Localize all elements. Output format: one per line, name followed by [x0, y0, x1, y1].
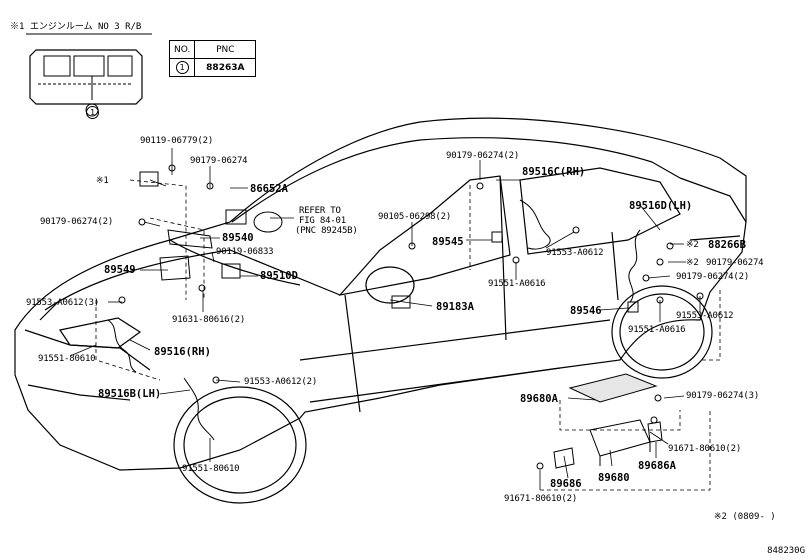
table-cell-pnc: 88263A — [194, 58, 257, 77]
part-label: 89516D(LH) — [629, 200, 693, 212]
part-label: 91551-A0616 — [628, 325, 686, 335]
part-label: 90179-06274(2) — [446, 151, 520, 161]
sensor-clip — [491, 231, 503, 243]
part-label: 89546 — [570, 305, 602, 317]
part-label: 91551-80610 — [182, 464, 240, 474]
part-label: 89686 — [550, 478, 582, 490]
sensor-clip — [221, 263, 241, 279]
part-label: 91551-A0616 — [488, 279, 546, 289]
part-label: 91553-A0612(2) — [244, 377, 318, 387]
airbag-sensor — [253, 211, 283, 233]
bracket — [553, 447, 575, 469]
part-label: 89680A — [520, 393, 558, 405]
part-label: 90179-06274(2) — [676, 272, 750, 282]
pnc-table: NO. PNC 1 88263A — [168, 40, 257, 77]
relay-box-inset — [26, 33, 152, 117]
part-label: 90179-06274(2) — [40, 217, 114, 227]
part-label: REFER TO — [299, 206, 341, 216]
footnote: ※2 (0809- ) — [714, 512, 776, 522]
sensor-clip — [627, 301, 639, 313]
bolt-icon — [656, 258, 664, 266]
part-label: 91671-80610(2) — [668, 444, 742, 454]
part-label: FIG 84-01 — [299, 216, 346, 226]
part-label: 89516(RH) — [154, 346, 211, 358]
wire-harness — [628, 229, 641, 303]
part-label: 91551-80610 — [38, 354, 96, 364]
bolt-icon — [666, 242, 674, 250]
part-label: 91553-A0612(3) — [26, 298, 100, 308]
part-label: 88266B — [708, 239, 746, 251]
part-label: 89516C(RH) — [522, 166, 586, 178]
parts — [107, 164, 704, 470]
table-cell-no: 1 — [168, 58, 196, 77]
car-body — [14, 117, 747, 504]
floor-panel — [568, 373, 658, 403]
bolt-icon — [696, 292, 704, 300]
part-label: ※2 — [686, 258, 699, 268]
part-label: 86652A — [250, 183, 288, 195]
bolt-icon — [476, 182, 484, 190]
bolt-icon — [212, 376, 220, 384]
bolt-icon — [536, 462, 544, 470]
sensor-clip — [225, 209, 247, 225]
callout-number: 1 — [86, 106, 99, 119]
part-label: 91631-80616(2) — [172, 315, 246, 325]
wire-harness — [519, 199, 551, 250]
part-label: 90179-06274(3) — [686, 391, 760, 401]
part-label: ※1 — [96, 176, 109, 186]
part-label: 90105-06298(2) — [378, 212, 452, 222]
bolt-icon — [138, 218, 146, 226]
table-header-no: NO. — [168, 40, 196, 59]
part-label: 89545 — [432, 236, 464, 248]
part-label: 90119-06779(2) — [140, 136, 214, 146]
part-label: (PNC 89245B) — [295, 226, 358, 236]
part-label: 89183A — [436, 301, 474, 313]
part-label: 89680 — [598, 472, 630, 484]
part-label: 90179-06274 — [190, 156, 248, 166]
part-label: 89510D — [260, 270, 298, 282]
bolt-icon — [650, 416, 658, 424]
table-header-pnc: PNC — [194, 40, 257, 59]
bolt-icon — [642, 274, 650, 282]
bolt-icon — [206, 182, 214, 190]
part-label: 89540 — [222, 232, 254, 244]
part-label: 91553-A0612 — [546, 248, 604, 258]
part-label: 89549 — [104, 264, 136, 276]
airbag-sensor — [391, 295, 411, 309]
bolt-icon — [656, 296, 664, 304]
part-label: 90179-06274 — [706, 258, 764, 268]
bolt-icon — [654, 394, 662, 402]
bolt-icon — [168, 164, 176, 172]
part-label: 90119-06833 — [216, 247, 274, 257]
bolt-icon — [572, 226, 580, 234]
part-label: 91671-80610(2) — [504, 494, 578, 504]
part-label: 89686A — [638, 460, 676, 472]
wire-harness — [107, 319, 137, 373]
relay-icon — [139, 171, 159, 187]
wire-harness — [183, 377, 215, 441]
bolt-icon — [118, 296, 126, 304]
part-label: ※2 — [686, 240, 699, 250]
ecu-module — [589, 419, 651, 457]
bracket — [159, 255, 191, 281]
figure-code: 848230G — [767, 546, 805, 556]
bolt-icon — [198, 284, 206, 292]
dashed-guides — [95, 179, 721, 491]
inset-title: ※1 エンジンルーム NO 3 R/B — [10, 22, 142, 32]
bolt-icon — [512, 256, 520, 264]
part-label: 91553-A0612 — [676, 311, 734, 321]
part-label: 89516B(LH) — [98, 388, 162, 400]
bolt-icon — [408, 242, 416, 250]
ecu-module — [167, 229, 213, 249]
leader-lines — [69, 148, 701, 490]
